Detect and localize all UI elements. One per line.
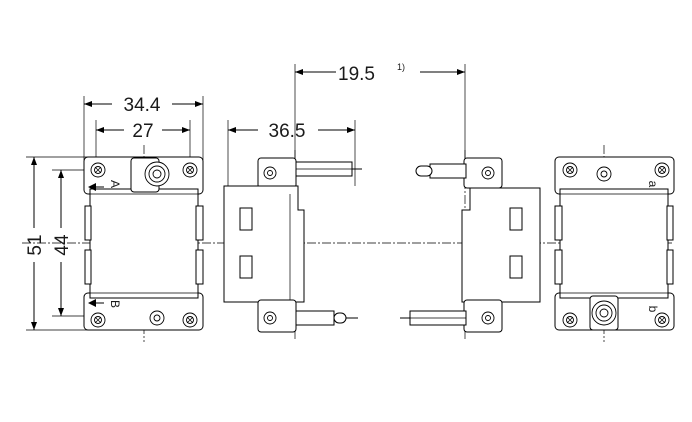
screw-icon <box>90 312 106 328</box>
screw-icon <box>90 162 106 178</box>
screw-icon <box>182 162 198 178</box>
dim-51: 51 <box>25 234 46 255</box>
screw-icon <box>654 162 670 178</box>
height-dimensions: 51 44 <box>25 156 88 331</box>
pin-offset-dimension: 19.5 1) <box>294 62 466 158</box>
dim-19-5: 19.5 <box>338 64 375 85</box>
dim-36-5: 36.5 <box>269 121 306 142</box>
dim-34-4: 34.4 <box>124 95 161 116</box>
marking-a-front: A <box>108 180 122 188</box>
depth-dimension: 36.5 <box>227 120 356 186</box>
dim-27: 27 <box>132 121 153 142</box>
marking-b-front: B <box>108 300 122 308</box>
marking-a-rear: a <box>646 181 660 188</box>
side-view-left <box>223 150 362 340</box>
screw-icon <box>654 312 670 328</box>
arrow-icon <box>88 299 96 307</box>
rear-view: a b <box>554 145 675 342</box>
front-view: A B <box>83 145 204 342</box>
marking-b-rear: b <box>646 306 660 313</box>
dim-44: 44 <box>52 234 73 256</box>
screw-icon <box>562 312 578 328</box>
arrow-icon <box>88 183 96 191</box>
dim-19-5-footnote: 1) <box>397 62 405 72</box>
side-view-right <box>400 150 541 340</box>
screw-icon <box>182 312 198 328</box>
screw-icon <box>562 162 578 178</box>
width-dimensions: 34.4 27 <box>83 95 204 160</box>
